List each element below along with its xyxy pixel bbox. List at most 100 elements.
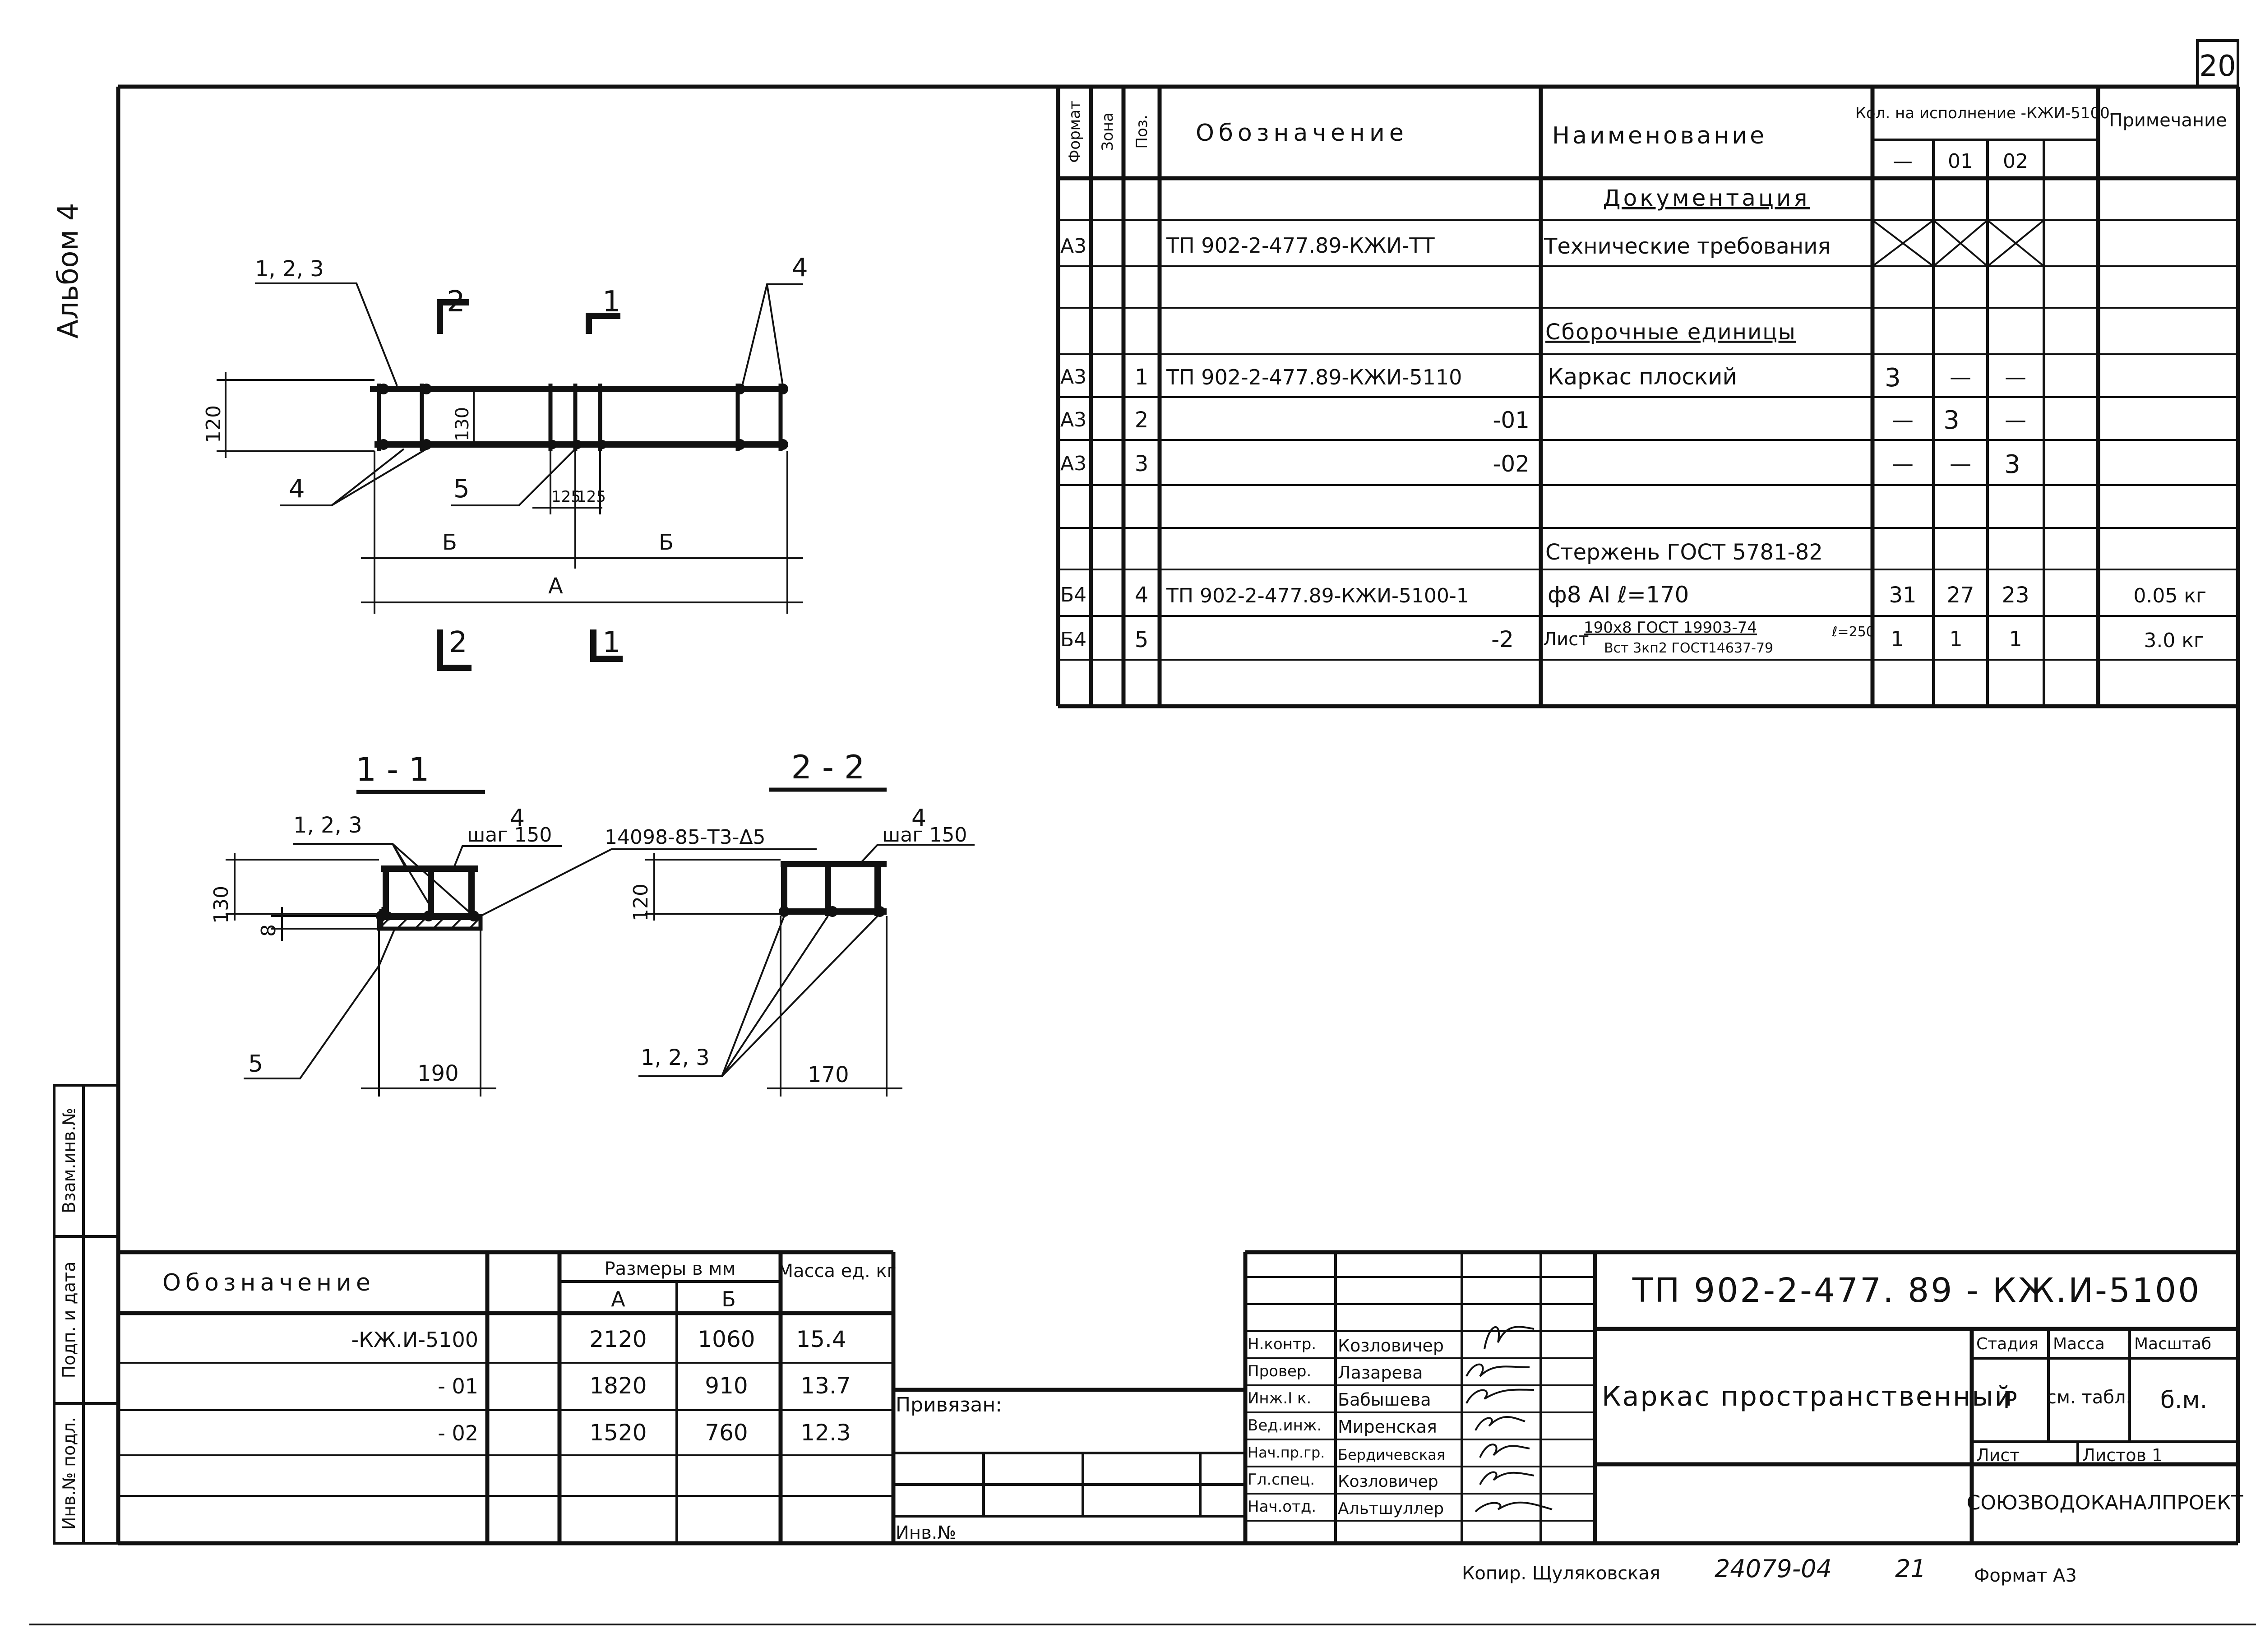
spec-pos-10: 5 [1135, 627, 1149, 652]
sign-role-5: Гл.спец. [1248, 1471, 1315, 1489]
spec-format-4: А3 [1060, 366, 1086, 389]
plan-dim-130: 130 [452, 407, 473, 441]
s22-dots [779, 906, 885, 917]
size-row-designation-1: - 01 [438, 1374, 478, 1398]
spec-name-1: Технические требования [1544, 234, 1831, 259]
size-col-a: А [611, 1287, 625, 1311]
col-header-zone: Зона [1099, 112, 1117, 151]
spec-name-4: Каркас плоский [1548, 364, 1737, 390]
mass-value: см. табл. [2047, 1387, 2131, 1408]
qty-crossed-cells [1872, 219, 2045, 267]
size-row-designation-2: - 02 [438, 1421, 478, 1445]
spec-designation-5: -01 [1493, 407, 1530, 433]
sign-role-4: Нач.пр.гр. [1248, 1444, 1325, 1461]
doc-code: ТП 902-2-477. 89 - КЖ.И-5100 [1632, 1271, 2201, 1310]
col-header-format: Формат [1066, 101, 1084, 163]
stage-value: Р [2003, 1387, 2017, 1414]
sheet-item-denominator: Вст 3кп2 ГОСТ14637-79 [1604, 640, 1773, 656]
spec-q1-5: — [1892, 407, 1914, 433]
spec-format-9: Б4 [1060, 583, 1086, 606]
sign-name-3: Миренская [1338, 1417, 1437, 1437]
spec-designation-1: ТП 902-2-477.89-КЖИ-ТТ [1166, 233, 1435, 258]
size-row-b-1: 910 [705, 1373, 748, 1399]
plan-weld-dots [378, 384, 788, 450]
footer-number: 24079-04 [1715, 1555, 1832, 1583]
spec-q1-6: — [1892, 451, 1914, 477]
spec-table: Формат Зона Поз. Обозначение Наименовани… [1056, 87, 2240, 708]
footer: Копир. Щуляковская 24079-04 21 Формат А3 [1462, 1555, 2077, 1586]
size-row-a-2: 1520 [589, 1420, 647, 1446]
sign-name-0: Козловичер [1338, 1336, 1444, 1356]
spec-name-0: Документация [1603, 185, 1810, 211]
section-1-bottom: 1 [602, 626, 621, 659]
plan-view: 120 130 1, 2, 3 4 4 5 125 125 Б Б А [202, 253, 808, 671]
section-2-2: 2 - 2 120 170 4 шаг 150 1, 2, 3 [629, 748, 975, 1097]
col-header-qty-base: — [1893, 150, 1913, 173]
size-row-mass-0: 15.4 [796, 1326, 846, 1352]
spec-designation-6: -02 [1493, 451, 1530, 477]
section-2-2-title: 2 - 2 [791, 748, 864, 786]
col-header-qty-01: 01 [1948, 150, 1973, 173]
binding-privyazan: Привязан: [896, 1393, 1002, 1416]
plan-callout-123: 1, 2, 3 [255, 256, 324, 282]
plan-dim-125a: 125 [551, 488, 581, 506]
section-1-1-title: 1 - 1 [356, 750, 429, 788]
left-stamp: Взам.инв.№ Подп. и дата Инв.№ подл. [53, 1084, 120, 1545]
size-col-mass: Масса ед. кг [777, 1261, 896, 1282]
spec-q3-9: 23 [2002, 583, 2029, 608]
sign-role-3: Вед.инж. [1248, 1416, 1322, 1435]
sheet-label: Лист [1976, 1445, 2020, 1465]
s11-dim-190: 190 [417, 1061, 459, 1086]
footer-format: Формат А3 [1974, 1565, 2077, 1586]
s11-dim-130: 130 [210, 886, 233, 924]
size-row-b-2: 760 [705, 1420, 748, 1446]
spec-q2-6: — [1950, 451, 1971, 477]
section-2-top: 2 [447, 285, 465, 319]
spec-q3-6: 3 [2004, 450, 2020, 479]
size-table: Обозначение Размеры в мм А Б Масса ед. к… [118, 1250, 897, 1543]
section-2-bottom: 2 [449, 626, 467, 659]
title-block: Н.контр. Козловичер Провер. Лазарева Инж… [1243, 1250, 2243, 1543]
spec-designation-4: ТП 902-2-477.89-КЖИ-5110 [1166, 365, 1462, 389]
s11-weld: 14098-85-Т3-Δ5 [605, 826, 766, 849]
footer-number2: 21 [1895, 1555, 1926, 1583]
spec-name-3: Сборочные единицы [1545, 319, 1796, 345]
stamp-vzam-inv: Взам.инв.№ [59, 1108, 79, 1213]
spec-q1-4: 3 [1885, 363, 1901, 393]
sign-name-6: Альтшуллер [1338, 1499, 1444, 1518]
plan-dim-a: А [548, 574, 563, 599]
col-header-name: Наименование [1552, 122, 1767, 149]
page-number: 20 [2199, 50, 2236, 83]
spec-q3-5: — [2005, 407, 2026, 433]
spec-q2-9: 27 [1946, 583, 1974, 608]
spec-note-9: 0.05 кг [2133, 584, 2206, 607]
size-row-a-1: 1820 [589, 1373, 647, 1399]
spec-q1-9: 31 [1889, 583, 1916, 608]
spec-q2-10: 1 [1949, 627, 1962, 651]
sign-role-6: Нач.отд. [1248, 1498, 1316, 1516]
spec-designation-9: ТП 902-2-477.89-КЖИ-5100-1 [1166, 584, 1469, 607]
size-row-mass-2: 12.3 [800, 1420, 851, 1446]
plan-dim-b1: Б [442, 530, 457, 555]
spec-pos-6: 3 [1135, 451, 1149, 477]
spec-format-6: А3 [1060, 452, 1086, 475]
s22-dim-120: 120 [629, 884, 652, 921]
sign-name-1: Лазарева [1338, 1363, 1423, 1383]
sign-role-0: Н.контр. [1248, 1335, 1316, 1353]
spec-pos-5: 2 [1135, 407, 1149, 433]
scale-label: Масштаб [2134, 1335, 2211, 1353]
size-col-sizes: Размеры в мм [604, 1259, 735, 1279]
col-header-qty-group: Кол. на исполнение -КЖИ-5100- [1855, 104, 2115, 122]
stage-label: Стадия [1976, 1335, 2039, 1353]
sheet-item-prefix: Лист [1543, 629, 1589, 650]
size-row-a-0: 2120 [589, 1326, 647, 1352]
plan-dim-125b: 125 [577, 488, 606, 506]
s11-dim-8: 8 [257, 924, 280, 937]
sign-name-5: Козловичер [1338, 1472, 1438, 1491]
col-header-designation: Обозначение [1196, 120, 1408, 147]
spec-q2-5: 3 [1943, 406, 1960, 435]
signature-scribbles [1465, 1326, 1553, 1513]
spec-note-10: 3.0 кг [2144, 629, 2204, 652]
s22-callout-123: 1, 2, 3 [641, 1045, 710, 1070]
